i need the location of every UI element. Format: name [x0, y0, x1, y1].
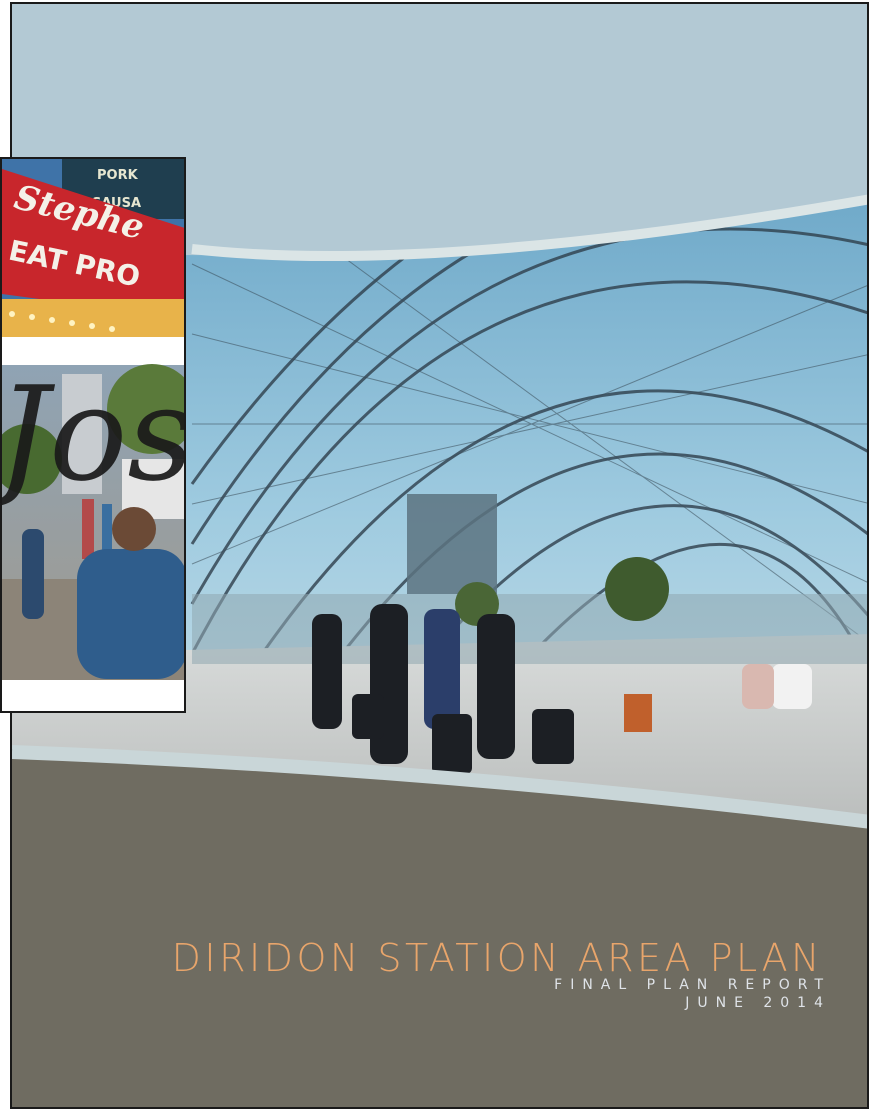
report-title: DIRIDON STATION AREA PLAN	[171, 936, 823, 980]
report-date: JUNE 2014	[685, 994, 831, 1011]
script-overlay-text: José	[2, 358, 186, 510]
san-jose-inset-photo: PORK SAUSA Stephe EAT PRO José	[0, 157, 186, 713]
footer-band	[12, 749, 867, 1107]
report-subtitle: FINAL PLAN REPORT	[554, 977, 831, 993]
neon-sign-line: PORK	[97, 168, 139, 183]
title-block: DIRIDON STATION AREA PLAN FINAL PLAN REP…	[172, 939, 823, 1012]
market-street-photo: PORK SAUSA Stephe EAT PRO José	[2, 159, 186, 711]
